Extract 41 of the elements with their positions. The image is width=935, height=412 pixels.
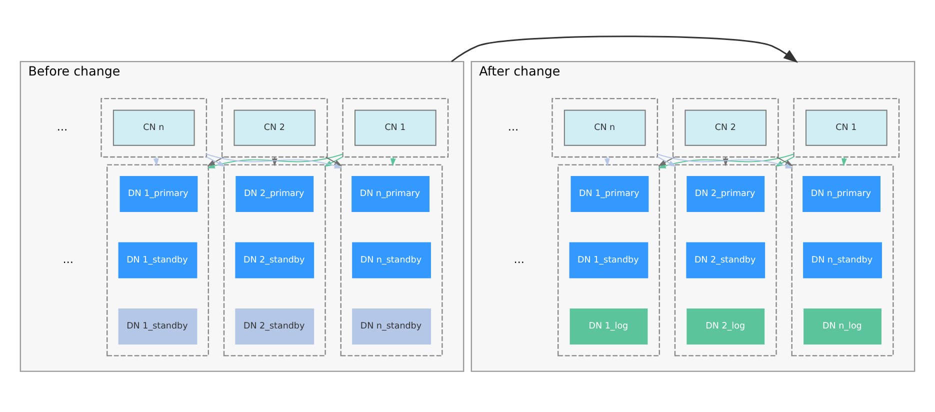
node-box: DN 2_standby: [686, 242, 766, 278]
node-box: CN 2: [234, 110, 316, 146]
cluster: [558, 164, 660, 356]
cluster: [672, 98, 779, 158]
node-box: DN 1_primary: [570, 176, 649, 212]
label: …: [508, 120, 519, 134]
label: …: [514, 252, 524, 266]
cluster: [552, 98, 658, 158]
cluster: [100, 98, 208, 158]
node-box: CN n: [112, 110, 195, 146]
cluster: [342, 98, 449, 158]
node-box: DN 1_log: [570, 308, 648, 345]
cluster: [221, 98, 328, 158]
node-box: DN 2_standby: [235, 242, 314, 278]
node-box: DN 2_standby: [235, 308, 314, 345]
node-box: CN 1: [806, 110, 888, 146]
node-box: DN 1_standby: [118, 308, 198, 345]
cluster: [106, 164, 209, 356]
node-box: DN n_standby: [352, 242, 431, 278]
node-box: DN 1_standby: [569, 242, 648, 278]
arrow: [451, 36, 798, 63]
cluster: [793, 98, 900, 158]
cluster: [340, 164, 443, 356]
node-box: DN 1_primary: [120, 176, 198, 212]
node-box: CN n: [564, 110, 646, 146]
label: …: [56, 120, 68, 134]
cluster: [674, 164, 777, 356]
cluster: [223, 164, 326, 356]
node-box: DN 2_primary: [686, 176, 765, 212]
node-box: DN 2_primary: [236, 176, 314, 212]
node-box: DN n_standby: [803, 242, 882, 278]
node-box: CN 1: [354, 110, 436, 146]
node-box: DN 2_log: [686, 308, 765, 345]
node-box: DN n_primary: [352, 176, 430, 212]
cluster: [791, 164, 894, 356]
node-box: DN n_standby: [352, 308, 431, 345]
node-box: DN n_primary: [802, 176, 880, 212]
node-box: DN 1_standby: [118, 242, 198, 278]
label: …: [62, 252, 74, 266]
node-box: DN n_log: [804, 308, 882, 345]
node-box: CN 2: [684, 110, 767, 146]
